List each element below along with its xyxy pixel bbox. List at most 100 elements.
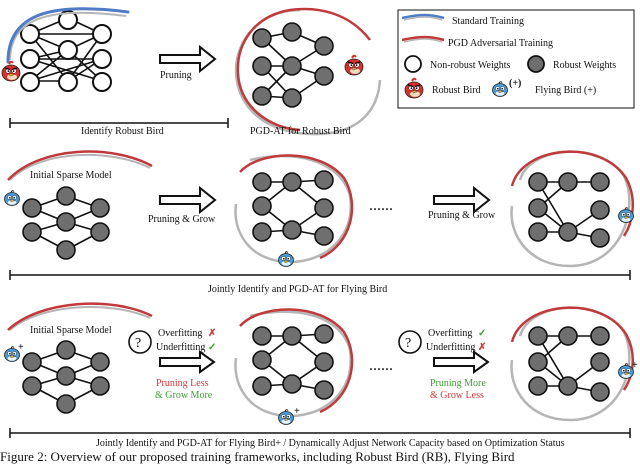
neuron [252, 376, 272, 396]
plus-symbol: + [18, 342, 24, 353]
neuron [590, 172, 610, 192]
row2-bracket [9, 270, 631, 280]
neuron [252, 350, 272, 370]
neuron [252, 28, 272, 48]
neuron [314, 352, 334, 372]
neuron [20, 49, 40, 69]
pgd-training-arc [236, 7, 371, 132]
neuron [314, 380, 334, 400]
neuron [590, 326, 610, 346]
legend-pgd-adversarial-training: PGD Adversarial Training [448, 38, 553, 49]
neuron [282, 22, 302, 42]
neuron [314, 198, 334, 218]
robust-weight-swatch [527, 55, 545, 73]
optimization-status-block-1: ? Overfitting ✗ Underfitting ✓ Pruning L… [128, 328, 216, 401]
neuron [22, 352, 42, 372]
neuron [90, 222, 110, 242]
check-mark: ✓ [478, 328, 486, 339]
plus-symbol: + [294, 406, 300, 417]
robust-bird-icon [1, 60, 21, 82]
check-mark: ✓ [208, 342, 216, 353]
neuron [590, 200, 610, 220]
grow-less-label: & Grow Less [430, 390, 484, 401]
flying-bird-plus-network-row3 [234, 308, 354, 418]
pgd-at-robust-bird-label: PGD-AT for Robust Bird [250, 126, 351, 137]
neuron [90, 352, 110, 372]
neuron [20, 24, 40, 44]
neuron [22, 198, 42, 218]
pruning-label: Pruning [160, 70, 192, 81]
neuron [22, 222, 42, 242]
initial-sparse-network-row2: Initial Sparse Model [7, 150, 153, 260]
neuron [92, 72, 112, 92]
neuron [282, 56, 302, 76]
neuron [56, 340, 76, 360]
neuron [314, 66, 334, 86]
standard-network [20, 10, 112, 92]
neuron [252, 56, 272, 76]
legend-robust-weights: Robust Weights [553, 60, 616, 71]
legend-non-robust-weights: Non-robust Weights [430, 60, 511, 71]
pgd-arc-shadow [9, 153, 151, 181]
neuron [56, 240, 76, 260]
neuron [92, 49, 112, 69]
neuron [528, 326, 548, 346]
neuron [252, 196, 272, 216]
neuron [558, 376, 578, 396]
neuron [90, 198, 110, 218]
adjust-arrow-1 [159, 350, 216, 374]
neuron [314, 170, 334, 190]
question-mark: ? [135, 336, 141, 351]
neuron [252, 172, 272, 192]
standard-network-edges [29, 17, 103, 82]
pgd-training-arc [239, 154, 354, 260]
question-icon [398, 330, 422, 354]
neuron [56, 212, 76, 232]
neuron [56, 366, 76, 386]
neuron [92, 24, 112, 44]
pruning-arrow [159, 44, 217, 74]
robust-bird-icon [344, 54, 364, 76]
neuron [252, 222, 272, 242]
neuron [590, 352, 610, 372]
neuron [528, 222, 548, 242]
neuron [56, 186, 76, 206]
neuron [314, 324, 334, 344]
overfitting-label: Overfitting [158, 328, 202, 339]
legend: Standard Training PGD Adversarial Traini… [397, 9, 635, 109]
neuron [58, 72, 78, 92]
underfitting-label: Underfitting [426, 342, 475, 353]
plus-symbol: (+) [509, 78, 521, 89]
question-mark: ? [405, 336, 411, 351]
identify-robust-bird-label: Identify Robust Bird [81, 126, 164, 137]
adjust-arrow-2 [433, 350, 490, 374]
neuron [282, 220, 302, 240]
neuron [558, 222, 578, 242]
neuron [252, 86, 272, 106]
pruning-less-label: Pruning Less [156, 378, 209, 389]
neuron [20, 72, 40, 92]
neuron [282, 326, 302, 346]
neuron [22, 376, 42, 396]
row1-bracket-left [9, 118, 229, 128]
neuron [282, 88, 302, 108]
neuron [90, 376, 110, 396]
robust-bird-network [234, 7, 382, 136]
standard-training-swatch [401, 13, 445, 20]
standard-training-arc [6, 7, 130, 64]
pruning-grow-label-1: Pruning & Grow [148, 214, 216, 225]
initial-sparse-model-label: Initial Sparse Model [30, 325, 112, 336]
pgd-training-swatch [401, 35, 445, 42]
neuron [314, 36, 334, 56]
figure-caption: Figure 2: Overview of our proposed train… [0, 449, 515, 464]
row3-bracket-label: Jointly Identify and PGD-AT for Flying B… [96, 438, 565, 449]
ellipsis: ...... [369, 197, 393, 214]
neuron [590, 382, 610, 402]
pgd-training-arc [7, 302, 153, 331]
flying-bird-plus-network-final-row3 [510, 306, 634, 422]
initial-sparse-model-label: Initial Sparse Model [30, 170, 112, 181]
neuron [58, 40, 78, 60]
legend-standard-training: Standard Training [452, 16, 524, 27]
neuron [314, 226, 334, 246]
